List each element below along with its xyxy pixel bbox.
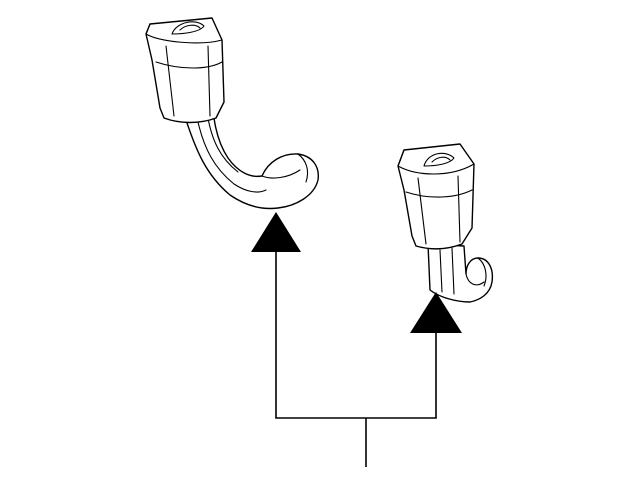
right-buckle-stalk — [427, 243, 494, 303]
arrowhead-right — [410, 292, 462, 333]
left-buckle-stalk — [185, 117, 319, 210]
seat-belt-buckle-right — [397, 143, 494, 303]
leader-line-left — [275, 250, 366, 419]
right-buckle-body — [397, 143, 475, 250]
callout-leader — [275, 250, 437, 467]
arrowhead-left — [251, 212, 301, 252]
seat-belt-buckle-left — [145, 17, 319, 210]
leader-line-right — [366, 330, 437, 419]
